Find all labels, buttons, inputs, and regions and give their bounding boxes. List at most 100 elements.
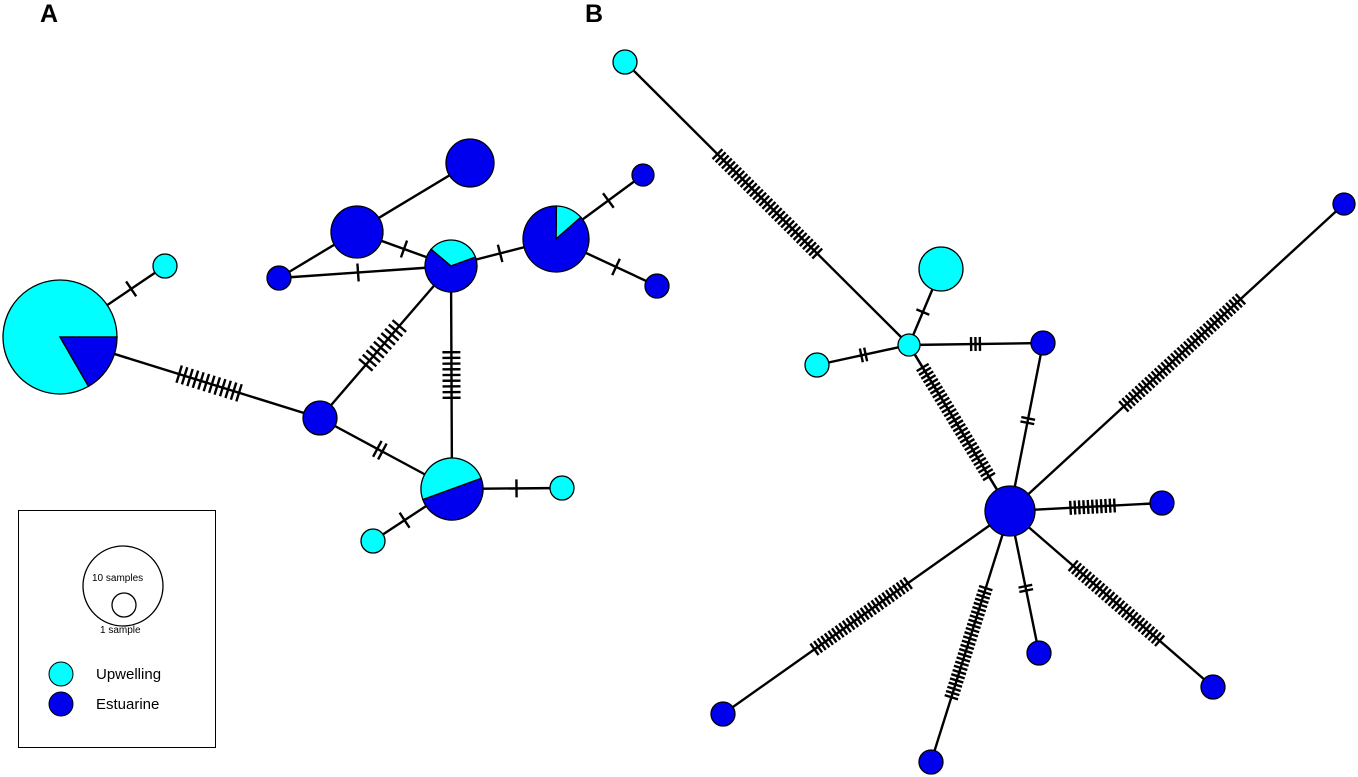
estuarine-slice — [424, 248, 478, 293]
mutation-hatch — [1118, 400, 1130, 413]
mutation-hatch — [970, 610, 985, 617]
mutation-hatch — [752, 188, 764, 201]
mutation-hatch — [948, 681, 963, 688]
mutation-hatch — [964, 441, 978, 452]
mutation-hatch — [870, 599, 881, 613]
mutation-hatch — [1121, 397, 1133, 410]
haplotype-circle — [918, 246, 964, 292]
mutation-hatch — [175, 365, 183, 384]
mutation-hatch — [356, 263, 360, 282]
mutation-hatch — [838, 622, 849, 636]
mutation-hatch — [1021, 415, 1036, 421]
mutation-hatch — [862, 347, 869, 362]
mutation-hatch — [398, 512, 411, 529]
mutation-hatch — [798, 235, 811, 247]
mutation-hatch — [950, 419, 964, 429]
mutation-hatch — [968, 618, 983, 625]
mutation-hatch — [369, 345, 385, 359]
mutation-hatch — [387, 323, 404, 338]
mutation-hatch — [1087, 577, 1099, 590]
mutation-hatch — [1110, 597, 1122, 610]
mutation-hatch — [1153, 367, 1166, 380]
mutation-hatch — [852, 612, 863, 626]
mutation-hatch — [858, 348, 864, 363]
mutation-hatch — [202, 373, 211, 392]
mutation-hatch — [745, 182, 758, 195]
mutation-hatch — [952, 668, 967, 676]
mutation-hatch — [945, 689, 960, 697]
mutation-hatch — [1018, 583, 1033, 589]
mutation-hatch — [755, 191, 767, 204]
legend-size-large-label: 10 samples — [92, 573, 144, 584]
mutation-hatch — [1120, 605, 1132, 618]
mutation-hatch — [1195, 328, 1208, 341]
mutation-hatch — [733, 170, 746, 182]
mutation-hatch — [960, 643, 975, 651]
haplotype-node-a12 — [549, 475, 575, 501]
mutation-hatch — [730, 166, 742, 179]
mutation-hatch — [1068, 500, 1073, 515]
mutation-hatch — [1205, 319, 1217, 332]
mutation-hatch — [957, 430, 971, 440]
mutation-hatch — [813, 640, 824, 654]
mutation-hatch — [384, 327, 400, 342]
mutation-hatch — [1112, 498, 1117, 513]
haplotype-node-b7 — [1332, 192, 1356, 216]
mutation-hatch — [1173, 349, 1185, 362]
mutation-hatch — [927, 381, 941, 391]
haplotype-node-b8 — [1149, 490, 1175, 516]
mutation-hatch — [739, 176, 752, 188]
mutation-hatch — [952, 422, 966, 433]
mutation-hatch — [929, 385, 944, 395]
mutation-hatch — [1137, 620, 1149, 633]
mutation-hatch — [895, 581, 906, 595]
mutation-hatch — [1114, 600, 1126, 613]
mutation-hatch — [856, 609, 867, 623]
haplotype-circle — [266, 265, 292, 291]
legend-size-small-label: 1 sample — [100, 625, 141, 636]
mutation-hatch — [922, 374, 937, 384]
mutation-hatch — [949, 677, 964, 684]
mutation-hatch — [1107, 594, 1119, 607]
mutation-hatch — [1166, 355, 1179, 368]
mutation-hatch — [1150, 631, 1162, 644]
mutation-hatch — [1140, 379, 1153, 392]
mutation-hatch — [1124, 608, 1136, 621]
mutation-hatch — [721, 157, 733, 170]
mutation-hatch — [1176, 346, 1188, 359]
mutation-hatch — [848, 614, 860, 628]
mutation-hatch — [881, 592, 892, 605]
mutation-hatch — [1140, 623, 1152, 636]
mutation-hatch — [761, 198, 774, 210]
haplotype-circle — [984, 485, 1036, 537]
mutation-hatch — [1127, 391, 1140, 404]
mutation-hatch — [945, 411, 960, 422]
network-b-edge — [1008, 342, 1045, 512]
mutation-hatch — [1104, 498, 1108, 514]
mutation-hatch — [1157, 364, 1169, 377]
upwelling-slice — [420, 457, 482, 501]
haplotype-node-a11 — [420, 457, 484, 521]
mutation-hatch — [191, 370, 200, 389]
legend-upwelling-label: Upwelling — [96, 666, 162, 683]
mutation-hatch — [1094, 582, 1106, 595]
mutation-hatch — [1231, 296, 1243, 309]
haplotype-circle — [330, 205, 384, 259]
mutation-hatch — [1084, 574, 1096, 587]
mutation-hatch — [1160, 361, 1172, 374]
mutation-hatch — [125, 280, 138, 298]
mutation-hatch — [823, 632, 834, 646]
mutation-hatch — [391, 319, 407, 333]
mutation-hatch — [235, 383, 243, 402]
haplotype-node-a4 — [424, 239, 478, 293]
mutation-hatch — [711, 148, 724, 160]
mutation-hatch — [1127, 611, 1139, 624]
mutation-hatch — [1097, 585, 1109, 598]
legend-estuarine-label: Estuarine — [96, 696, 160, 713]
haplotype-node-b11 — [918, 749, 944, 775]
mutation-hatch — [770, 207, 783, 219]
mutation-hatch — [841, 620, 852, 633]
mutation-hatch — [834, 625, 845, 638]
haplotype-circle — [549, 475, 575, 501]
